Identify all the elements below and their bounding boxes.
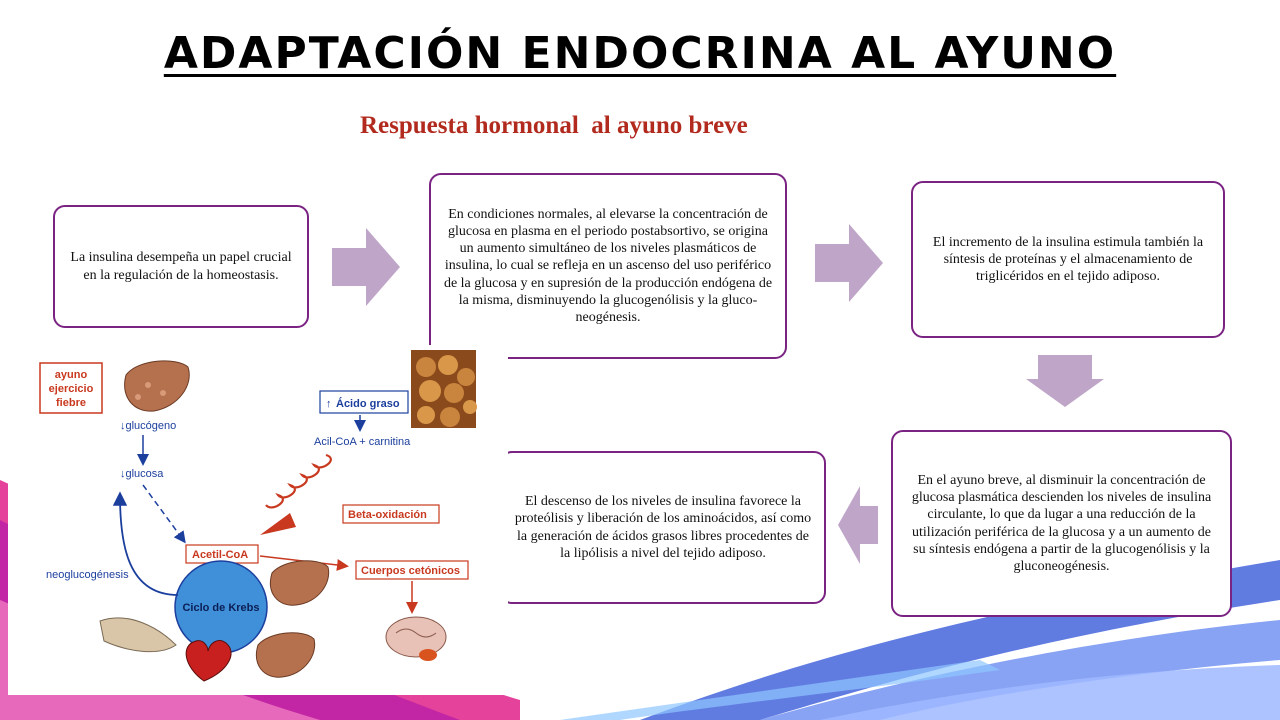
- krebs-label: Ciclo de Krebs: [182, 602, 259, 614]
- heart-icon: [185, 640, 232, 682]
- liver-icon: [124, 360, 190, 412]
- muscle-icon: [99, 617, 177, 653]
- brain-icon: [385, 616, 447, 661]
- metabolism-figure: ayuno ejercicio fiebre ↓glucógeno ↓gluco…: [8, 345, 508, 695]
- flow-box-1: La insulina desempeña un papel crucial e…: [53, 205, 309, 328]
- arrow-left-icon: [838, 486, 878, 564]
- arrow-right-icon: [332, 228, 400, 306]
- metabolism-diagram: ayuno ejercicio fiebre ↓glucógeno ↓gluco…: [39, 350, 477, 682]
- acido-graso-label: Ácido graso: [336, 397, 400, 410]
- page-title: ADAPTACIÓN ENDOCRINA AL AYUNO: [163, 28, 1117, 79]
- acetil-coa-label: Acetil-CoA: [192, 549, 248, 561]
- adipose-tissue-icon: [411, 350, 477, 428]
- arrow-right-icon: [815, 224, 883, 302]
- liver-icon: [256, 632, 316, 678]
- arrow-down-icon: [1026, 355, 1104, 407]
- flow-box-3: El incremento de la insulina estimula ta…: [911, 181, 1225, 338]
- subtitle: Respuesta hormonal al ayuno breve: [360, 112, 748, 139]
- beta-oxidacion-label: Beta-oxidación: [348, 509, 427, 521]
- acido-graso-arrow: ↑: [326, 398, 332, 410]
- beta-oxidation-arrowhead: [260, 513, 296, 535]
- acil-coa-label: Acil-CoA + carnitina: [314, 436, 411, 448]
- condition-ayuno: ayuno: [55, 369, 88, 381]
- beta-oxidation-spiral: [265, 453, 332, 509]
- condition-ejercicio: ejercicio: [49, 383, 94, 395]
- neoglucogenesis-label: neoglucogénesis: [46, 569, 129, 581]
- glucogeno-label: ↓glucógeno: [120, 420, 176, 432]
- flow-box-2: En condiciones normales, al elevarse la …: [429, 173, 787, 359]
- glucosa-label: ↓glucosa: [120, 468, 164, 480]
- condition-fiebre: fiebre: [56, 397, 86, 409]
- flow-box-5: El descenso de los niveles de insulina f…: [500, 451, 826, 604]
- flow-box-4: En el ayuno breve, al disminuir la conce…: [891, 430, 1232, 617]
- liver-icon: [270, 560, 330, 606]
- cuerpos-cetonicos-label: Cuerpos cetónicos: [361, 565, 460, 577]
